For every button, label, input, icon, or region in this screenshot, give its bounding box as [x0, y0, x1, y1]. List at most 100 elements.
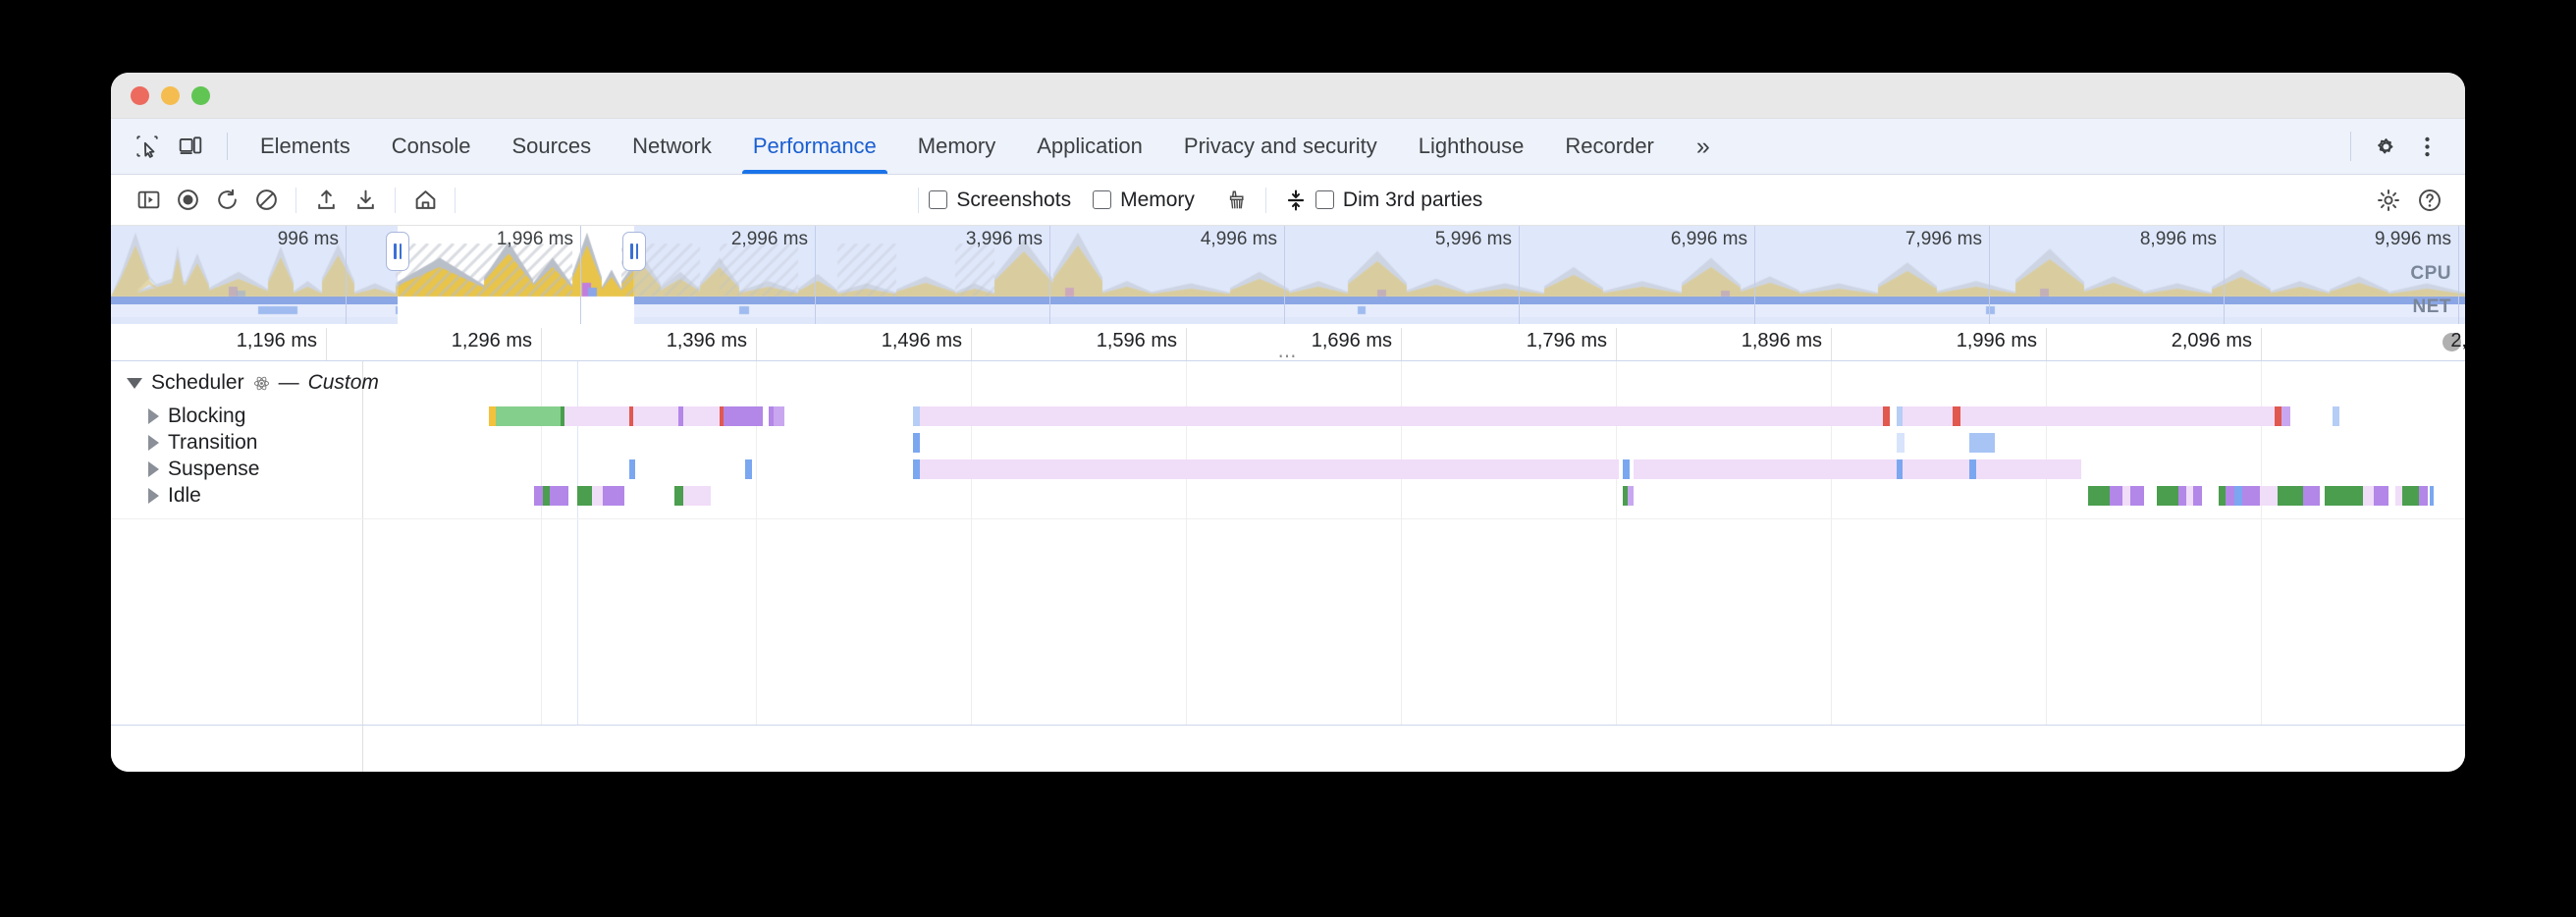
clear-icon[interactable] [246, 183, 286, 218]
settings-gear-icon[interactable] [2367, 128, 2404, 165]
flame-event-bar[interactable] [1903, 406, 1953, 426]
flame-event-bar[interactable] [1969, 433, 1996, 453]
flame-event-bar[interactable] [1952, 406, 1961, 426]
more-tabs-icon[interactable]: » [1695, 132, 1710, 160]
flame-event-bar[interactable] [2242, 486, 2260, 506]
flame-event-bar[interactable] [534, 486, 544, 506]
flame-event-bar[interactable] [2087, 486, 2110, 506]
flame-event-bar[interactable] [2121, 486, 2131, 506]
chevron-right-icon[interactable] [148, 435, 159, 451]
flame-event-bar[interactable] [2281, 406, 2290, 426]
track-row-transition[interactable]: Transition [148, 431, 257, 455]
flame-event-bar[interactable] [919, 406, 1884, 426]
chevron-right-icon[interactable] [148, 488, 159, 504]
flame-event-bar[interactable] [1896, 406, 1904, 426]
collapse-expand-icon[interactable] [1276, 183, 1315, 218]
flame-event-bar[interactable] [2156, 486, 2178, 506]
flame-event-bar[interactable] [543, 486, 550, 506]
flame-event-bar[interactable] [2430, 486, 2435, 506]
flame-event-bar[interactable] [2233, 486, 2243, 506]
flame-event-bar[interactable] [1883, 406, 1890, 426]
flame-event-bar[interactable] [678, 406, 683, 426]
overview-left-handle[interactable] [386, 232, 409, 271]
flame-event-bar[interactable] [2401, 486, 2420, 506]
flame-event-bar[interactable] [1627, 486, 1635, 506]
home-icon[interactable] [405, 183, 445, 218]
flame-event-bar[interactable] [577, 486, 593, 506]
tab-console[interactable]: Console [391, 134, 471, 158]
flame-event-bar[interactable] [919, 459, 1619, 479]
minimize-window-button[interactable] [161, 85, 180, 105]
flame-event-bar[interactable] [724, 406, 728, 426]
flame-event-bar[interactable] [549, 486, 569, 506]
tab-memory[interactable]: Memory [917, 134, 996, 158]
flame-event-bar[interactable] [913, 433, 920, 453]
track-row-blocking[interactable]: Blocking [148, 405, 245, 428]
dim-3rd-parties-checkbox[interactable]: Dim 3rd parties [1315, 189, 1482, 212]
record-icon[interactable] [168, 183, 207, 218]
flame-event-bar[interactable] [603, 486, 625, 506]
flame-event-bar[interactable] [2324, 486, 2364, 506]
flame-event-bar[interactable] [2225, 486, 2234, 506]
flame-event-bar[interactable] [633, 406, 679, 426]
flame-event-bar[interactable] [2302, 486, 2321, 506]
flame-event-bar[interactable] [2333, 406, 2340, 426]
flame-event-bar[interactable] [2395, 486, 2402, 506]
flame-event-bar[interactable] [682, 486, 712, 506]
overview-right-handle[interactable] [622, 232, 646, 271]
flame-event-bar[interactable] [673, 486, 683, 506]
track-group-scheduler[interactable]: Scheduler—Custom [127, 371, 379, 395]
flame-event-bar[interactable] [1634, 459, 2082, 479]
tab-sources[interactable]: Sources [511, 134, 592, 158]
flame-event-bar[interactable] [2219, 486, 2226, 506]
screenshots-checkbox-box[interactable] [929, 190, 948, 209]
flame-event-bar[interactable] [628, 406, 634, 426]
flame-event-bar[interactable] [773, 406, 784, 426]
flame-event-bar[interactable] [1896, 459, 1904, 479]
flame-event-bar[interactable] [628, 459, 636, 479]
flame-event-bar[interactable] [682, 406, 720, 426]
screenshots-checkbox[interactable]: Screenshots [929, 189, 1071, 212]
track-row-suspense[interactable]: Suspense [148, 458, 259, 481]
vertical-scrollbar-thumb[interactable] [2442, 333, 2461, 351]
memory-checkbox[interactable]: Memory [1093, 189, 1195, 212]
memory-checkbox-box[interactable] [1093, 190, 1112, 209]
flame-event-bar[interactable] [2186, 486, 2194, 506]
chevron-down-icon[interactable] [127, 377, 142, 389]
flame-event-bar[interactable] [564, 406, 629, 426]
sidebar-toggle-icon[interactable] [129, 183, 168, 218]
flame-event-bar[interactable] [2109, 486, 2122, 506]
flame-event-bar[interactable] [2363, 486, 2375, 506]
flame-event-bar[interactable] [2259, 486, 2278, 506]
flame-event-bar[interactable] [2177, 486, 2187, 506]
maximize-window-button[interactable] [191, 85, 210, 105]
flame-event-bar[interactable] [1623, 486, 1628, 506]
flame-event-bar[interactable] [2374, 486, 2389, 506]
flame-event-bar[interactable] [1969, 459, 1976, 479]
more-options-icon[interactable] [2408, 128, 2445, 165]
flame-event-bar[interactable] [2277, 486, 2303, 506]
tab-application[interactable]: Application [1037, 134, 1143, 158]
flame-event-bar[interactable] [2419, 486, 2428, 506]
track-row-idle[interactable]: Idle [148, 484, 201, 508]
flame-event-bar[interactable] [727, 406, 763, 426]
flame-event-bar[interactable] [1896, 433, 1905, 453]
dim-3rd-parties-checkbox-box[interactable] [1315, 190, 1334, 209]
tab-elements[interactable]: Elements [260, 134, 350, 158]
tab-network[interactable]: Network [632, 134, 712, 158]
flame-event-bar[interactable] [769, 406, 774, 426]
flame-event-bar[interactable] [2275, 406, 2281, 426]
tab-privacy-and-security[interactable]: Privacy and security [1183, 134, 1377, 158]
reload-and-record-icon[interactable] [207, 183, 246, 218]
flame-event-bar[interactable] [913, 406, 920, 426]
flame-event-bar[interactable] [560, 406, 564, 426]
chevron-right-icon[interactable] [148, 461, 159, 477]
upload-profile-icon[interactable] [306, 183, 346, 218]
chevron-right-icon[interactable] [148, 408, 159, 424]
download-profile-icon[interactable] [346, 183, 385, 218]
close-window-button[interactable] [131, 85, 149, 105]
flame-event-bar[interactable] [913, 459, 920, 479]
